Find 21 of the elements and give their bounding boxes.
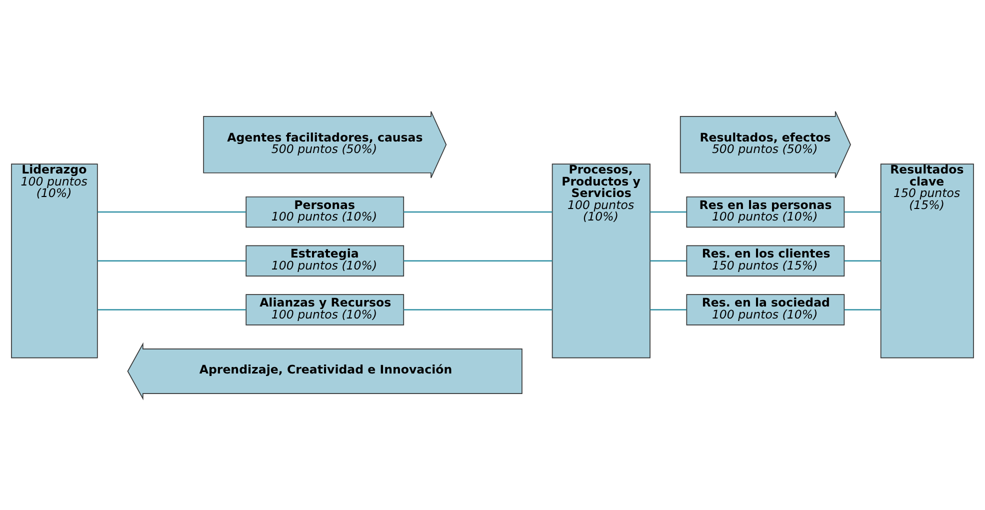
connector: [844, 309, 881, 310]
node-box: Res en las personas 100 puntos (10%): [686, 196, 845, 228]
node-box: Res. en los clientes 150 puntos (15%): [686, 245, 845, 276]
connector: [98, 260, 246, 262]
connector: [404, 260, 552, 262]
connector: [650, 260, 686, 262]
node-box: Res. en la sociedad 100 puntos (10%): [686, 294, 845, 326]
connector: [844, 211, 881, 213]
connector: [650, 211, 686, 213]
node-box: Procesos, Productos y Servicios 100 puntos (10%): [552, 164, 650, 358]
node-box: Liderazgo 100 puntos (10%): [11, 164, 98, 358]
connector: [98, 211, 246, 213]
connector: [650, 309, 686, 310]
connector: [98, 309, 246, 310]
node-box: Resultados clave 150 puntos (15%): [880, 164, 974, 358]
connector: [844, 260, 881, 262]
node-box: Personas 100 puntos (10%): [246, 196, 404, 228]
node-box: Estrategia 100 puntos (10%): [246, 245, 404, 276]
node-box: Alianzas y Recursos 100 puntos (10%): [246, 294, 404, 326]
connector: [404, 309, 552, 310]
connector: [404, 211, 552, 213]
